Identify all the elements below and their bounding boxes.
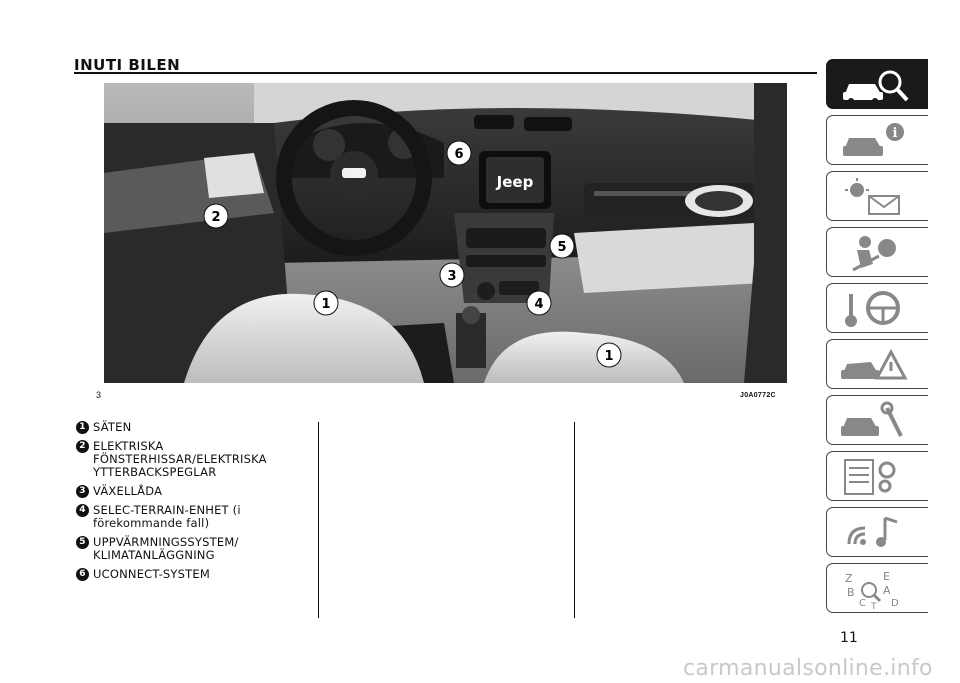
callout-3: 3 xyxy=(439,262,465,288)
legend-item: 3 VÄXELLÅDA xyxy=(76,485,316,498)
car-wrench-icon xyxy=(841,401,903,437)
svg-text:D: D xyxy=(891,598,899,609)
legend-list: 1 SÄTEN 2 ELEKTRISKA FÖNSTERHISSAR/ELEKTRI… xyxy=(76,421,316,587)
svg-text:Z: Z xyxy=(845,572,853,585)
callout-4: 4 xyxy=(526,290,552,316)
svg-text:1: 1 xyxy=(321,297,330,312)
callout-6: 6 xyxy=(446,140,472,166)
legend-text: UCONNECT-SYSTEM xyxy=(93,567,210,581)
interior-photo: Jeep 1 2 3 4 xyxy=(104,83,787,383)
svg-text:1: 1 xyxy=(604,349,613,364)
callout-1-right: 1 xyxy=(596,342,622,368)
car-magnifier-icon xyxy=(843,70,909,104)
svg-text:A: A xyxy=(883,584,891,597)
tab-connectivity[interactable] xyxy=(826,507,928,557)
tab-car-magnifier[interactable] xyxy=(826,59,928,109)
legend-item: 6 UCONNECT-SYSTEM xyxy=(76,568,316,581)
svg-text:E: E xyxy=(883,570,890,583)
page-number: 11 xyxy=(840,630,858,646)
svg-text:2: 2 xyxy=(211,210,220,225)
legend-number-badge: 2 xyxy=(76,440,89,453)
tab-car-wrench[interactable] xyxy=(826,395,928,445)
jeep-badge: Jeep xyxy=(496,173,534,191)
legend-number-badge: 6 xyxy=(76,568,89,581)
figure-number: 3 xyxy=(96,390,102,400)
watermark: carmanualsonline.info xyxy=(683,656,933,681)
svg-text:4: 4 xyxy=(534,297,543,312)
page-title: INUTI BILEN xyxy=(74,56,181,74)
car-info-icon: i xyxy=(843,123,904,156)
warning-light-message-icon xyxy=(845,178,900,215)
svg-text:i: i xyxy=(893,126,898,141)
column-divider-2 xyxy=(574,422,575,618)
callout-5: 5 xyxy=(549,233,575,259)
tab-airbag-seat[interactable] xyxy=(826,227,928,277)
legend-text: SÄTEN xyxy=(93,420,132,434)
legend-text: ELEKTRISKA FÖNSTERHISSAR/ELEKTRISKA YTTE… xyxy=(93,439,267,479)
spec-sheet-gears-icon xyxy=(844,459,896,495)
legend-text: VÄXELLÅDA xyxy=(93,484,163,498)
legend-number-badge: 4 xyxy=(76,504,89,517)
tab-car-info[interactable]: i xyxy=(826,115,928,165)
svg-text:5: 5 xyxy=(557,240,566,255)
connectivity-music-icon xyxy=(847,516,898,547)
legend-number-badge: 3 xyxy=(76,485,89,498)
legend-item: 2 ELEKTRISKA FÖNSTERHISSAR/ELEKTRISKA YTT… xyxy=(76,440,316,479)
svg-text:C: C xyxy=(859,598,866,609)
legend-text: UPPVÄRMNINGSSYSTEM/ KLIMATANLÄGGNING xyxy=(93,535,239,562)
legend-item: 5 UPPVÄRMNINGSSYSTEM/ KLIMATANLÄGGNING xyxy=(76,536,316,562)
column-divider-1 xyxy=(318,422,319,618)
tab-key-steering[interactable] xyxy=(826,283,928,333)
car-breakdown-warning-icon xyxy=(841,348,908,380)
tab-alphabetical-index[interactable]: Z E B A C D T xyxy=(826,563,928,613)
legend-number-badge: 1 xyxy=(76,421,89,434)
legend-text: SELEC-TERRAIN-ENHET (i förekommande fall… xyxy=(93,503,241,530)
legend-number-badge: 5 xyxy=(76,536,89,549)
figure-code: J0A0772C xyxy=(740,392,776,399)
svg-text:3: 3 xyxy=(447,269,456,284)
tab-car-breakdown[interactable] xyxy=(826,339,928,389)
legend-item: 4 SELEC-TERRAIN-ENHET (i förekommande fal… xyxy=(76,504,316,530)
svg-text:T: T xyxy=(870,602,877,610)
alphabetical-index-icon: Z E B A C D T xyxy=(845,570,899,610)
tab-spec-sheet[interactable] xyxy=(826,451,928,501)
title-rule xyxy=(74,72,817,74)
callout-2: 2 xyxy=(203,203,229,229)
legend-item: 1 SÄTEN xyxy=(76,421,316,434)
callout-1-left: 1 xyxy=(313,290,339,316)
svg-text:6: 6 xyxy=(454,147,463,162)
key-steering-wheel-icon xyxy=(845,291,900,327)
tab-warning-message[interactable] xyxy=(826,171,928,221)
airbag-seat-icon xyxy=(852,236,896,272)
svg-text:B: B xyxy=(847,586,855,599)
